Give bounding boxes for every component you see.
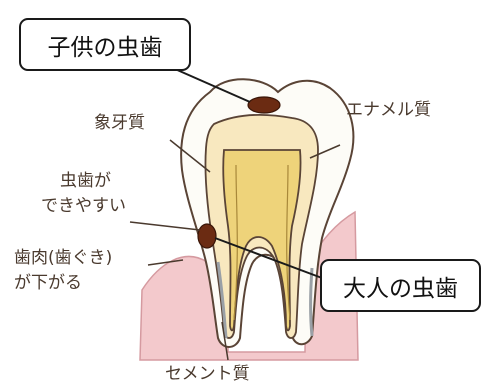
gum-recession-label-line1: 歯肉(歯ぐき): [14, 248, 112, 269]
enamel-label: エナメル質: [346, 100, 431, 121]
adult-cavity-label: 大人の虫歯: [343, 269, 458, 303]
adult-cavity-callout: 大人の虫歯: [320, 259, 481, 312]
cavity-prone-label-line2: できやすい: [41, 196, 126, 217]
dentin-label: 象牙質: [94, 113, 145, 134]
gum-recession-label-line2: が下がる: [14, 273, 82, 294]
child-cavity-label: 子供の虫歯: [48, 28, 163, 62]
cementum-label: セメント質: [165, 364, 250, 385]
child-cavity-callout: 子供の虫歯: [19, 18, 191, 71]
child-cavity-spot: [248, 97, 280, 113]
leader-prone: [130, 222, 200, 230]
adult-cavity-spot: [198, 224, 216, 248]
cavity-prone-label-line1: 虫歯が: [60, 171, 111, 192]
